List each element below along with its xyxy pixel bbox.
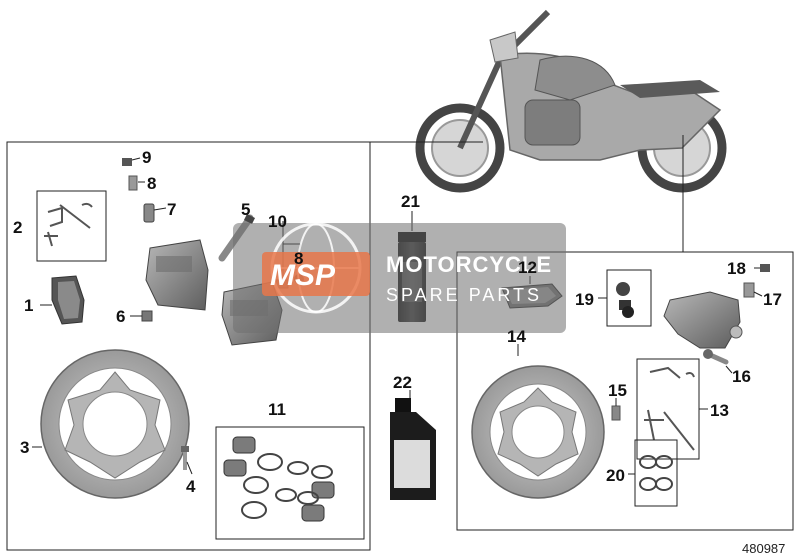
motorcycle-illustration — [415, 9, 727, 193]
callout-8b: 8 — [294, 249, 303, 268]
front-brake-disc-part — [32, 349, 190, 499]
rear-brake-disc-part-14 — [471, 344, 605, 499]
callout-11: 11 — [268, 400, 286, 419]
callout-2: 2 — [13, 218, 22, 237]
callout-18: 18 — [727, 259, 746, 278]
brake-fluid-bottle-part-22 — [390, 390, 436, 500]
bleeder-screw-part-8 — [128, 175, 145, 191]
callout-6: 6 — [116, 307, 125, 326]
cap-part-18 — [754, 264, 770, 272]
callout-20: 20 — [606, 466, 625, 485]
watermark-subtitle: SPARE PARTS — [386, 285, 542, 305]
watermark-logo-badge — [262, 252, 370, 296]
bolt-part-16 — [703, 349, 733, 374]
document-number: 480987 — [742, 541, 785, 556]
front-caliper-left-part — [145, 239, 209, 311]
callout-14: 14 — [507, 327, 526, 346]
bleeder-part-17 — [743, 282, 763, 298]
callout-21: 21 — [401, 192, 420, 211]
cap-part-9 — [122, 157, 141, 166]
bolt-part-15 — [611, 398, 621, 421]
callout-15: 15 — [608, 381, 627, 400]
watermark: MSP MOTORCYCLE SPARE PARTS — [233, 222, 566, 333]
callout-10: 10 — [268, 212, 287, 231]
callout-4: 4 — [186, 477, 196, 496]
callout-16: 16 — [732, 367, 751, 386]
brake-pad-part — [40, 275, 85, 325]
rear-seal-kit-part — [628, 455, 673, 491]
callout-labels: 1 2 3 4 5 6 7 8 9 10 8 11 12 13 14 15 16… — [13, 148, 782, 496]
rear-pad-mounting-kit-part — [644, 366, 708, 451]
bleeder-valve-part-7 — [143, 203, 167, 223]
callout-9: 9 — [142, 148, 151, 167]
rear-brake-frame — [456, 251, 794, 531]
callout-12: 12 — [518, 258, 537, 277]
callout-5: 5 — [241, 200, 250, 219]
callout-22: 22 — [393, 373, 412, 392]
callout-17: 17 — [763, 290, 782, 309]
part-2-box — [36, 190, 107, 262]
callout-8: 8 — [147, 174, 156, 193]
callout-3: 3 — [20, 438, 29, 457]
front-brake-frame — [6, 141, 371, 551]
callout-1: 1 — [24, 296, 33, 315]
bolt-part-4 — [181, 446, 193, 475]
watermark-logo: MSP — [270, 259, 336, 292]
callout-19: 19 — [575, 290, 594, 309]
pad-mounting-kit-part — [44, 202, 93, 247]
watermark-background — [233, 223, 566, 333]
part-11-box — [215, 426, 365, 540]
callout-13: 13 — [710, 401, 729, 420]
caliper-piston-seal-kit-part — [223, 436, 335, 522]
part-20-box — [634, 439, 678, 507]
rear-pad-pins-part — [598, 282, 634, 318]
nut-part-6 — [130, 310, 153, 322]
connector-lines — [370, 135, 684, 252]
rear-caliper-part — [663, 291, 743, 349]
callout-7: 7 — [167, 200, 176, 219]
watermark-title: MOTORCYCLE — [386, 252, 552, 277]
